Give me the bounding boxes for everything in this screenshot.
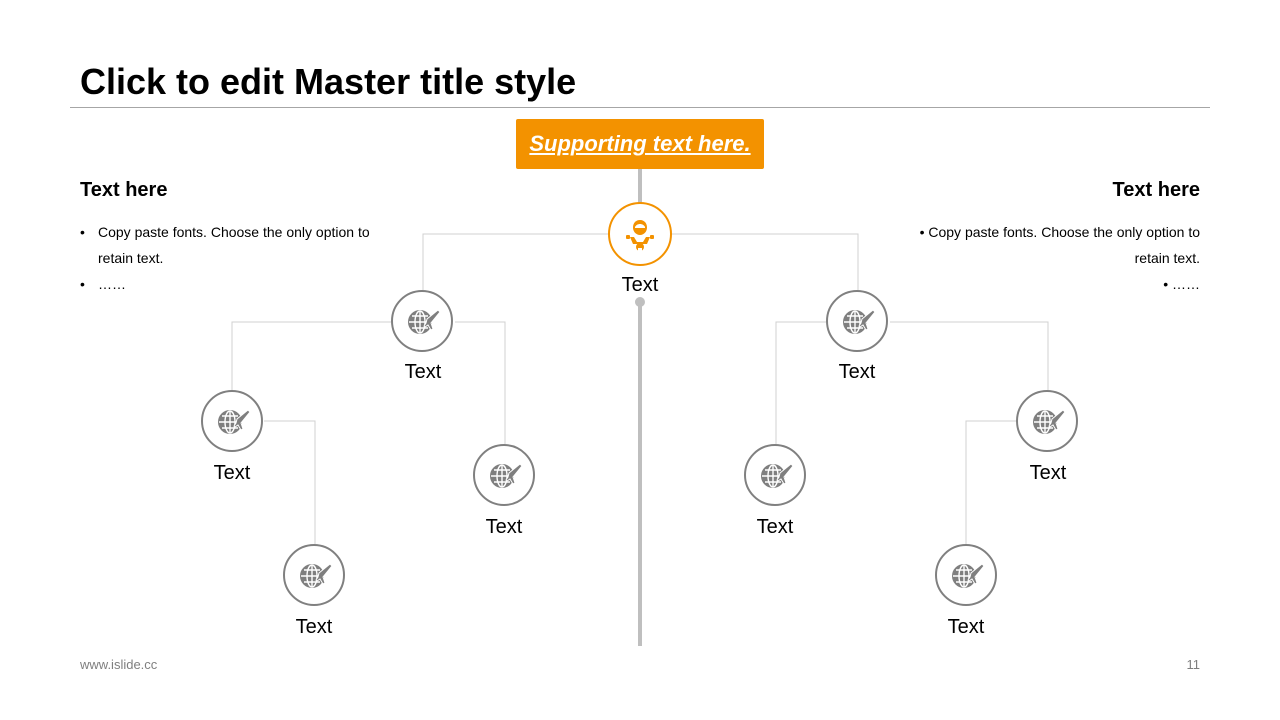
right-branch-node[interactable] <box>826 290 888 352</box>
left-outer-node[interactable] <box>201 390 263 452</box>
globe-plane-icon <box>300 563 333 588</box>
right-panel-bullets[interactable]: Copy paste fonts. Choose the only option… <box>890 219 1200 297</box>
connector-left-inner <box>455 321 506 444</box>
footer-url: www.islide.cc <box>80 657 158 672</box>
left-panel-bullets[interactable]: Copy paste fonts. Choose the only option… <box>80 219 390 297</box>
left-inner-node[interactable] <box>473 444 535 506</box>
root-node[interactable] <box>608 202 672 266</box>
globe-plane-icon <box>218 409 251 434</box>
connector-right-inner <box>775 321 826 444</box>
connector-right-outer-child <box>965 420 1016 544</box>
supporting-text-link[interactable]: Supporting text here. <box>529 131 751 156</box>
left-outer-child-label: Text <box>295 616 333 638</box>
right-inner-label: Text <box>756 516 794 538</box>
left-bullet-item: …… <box>80 271 390 297</box>
left-branch-label: Text <box>404 361 442 383</box>
connector-right-outer <box>890 321 1049 390</box>
right-outer-node[interactable] <box>1016 390 1078 452</box>
right-inner-node[interactable] <box>744 444 806 506</box>
globe-plane-icon <box>408 309 441 334</box>
connector-left-outer-child <box>264 420 316 544</box>
left-branch-node[interactable] <box>391 290 453 352</box>
globe-plane-icon <box>952 563 985 588</box>
globe-plane-icon <box>490 463 523 488</box>
connector-left-outer <box>231 321 391 390</box>
title-divider <box>70 107 1210 108</box>
person-gear-icon <box>626 220 654 252</box>
right-panel-heading[interactable]: Text here <box>1112 179 1200 201</box>
left-outer-child-node[interactable] <box>283 544 345 606</box>
right-outer-child-label: Text <box>947 616 985 638</box>
page-number: 11 <box>1186 657 1201 672</box>
right-outer-child-node[interactable] <box>935 544 997 606</box>
globe-plane-icon <box>1033 409 1066 434</box>
right-bullet-item: …… <box>890 271 1200 297</box>
left-bullet-item: Copy paste fonts. Choose the only option… <box>80 219 390 271</box>
connector-root-left <box>422 233 608 290</box>
spine-dot <box>635 297 645 307</box>
supporting-text-box[interactable]: Supporting text here. <box>516 119 764 169</box>
left-outer-label: Text <box>213 462 251 484</box>
globe-plane-icon <box>761 463 794 488</box>
left-inner-label: Text <box>485 516 523 538</box>
right-branch-label: Text <box>838 361 876 383</box>
root-node-label: Text <box>621 274 659 296</box>
connector-root-right <box>672 233 859 290</box>
globe-plane-icon <box>843 309 876 334</box>
left-panel-heading[interactable]: Text here <box>80 179 168 201</box>
right-bullet-item: Copy paste fonts. Choose the only option… <box>890 219 1200 271</box>
right-outer-label: Text <box>1029 462 1067 484</box>
slide-title[interactable]: Click to edit Master title style <box>80 61 577 102</box>
